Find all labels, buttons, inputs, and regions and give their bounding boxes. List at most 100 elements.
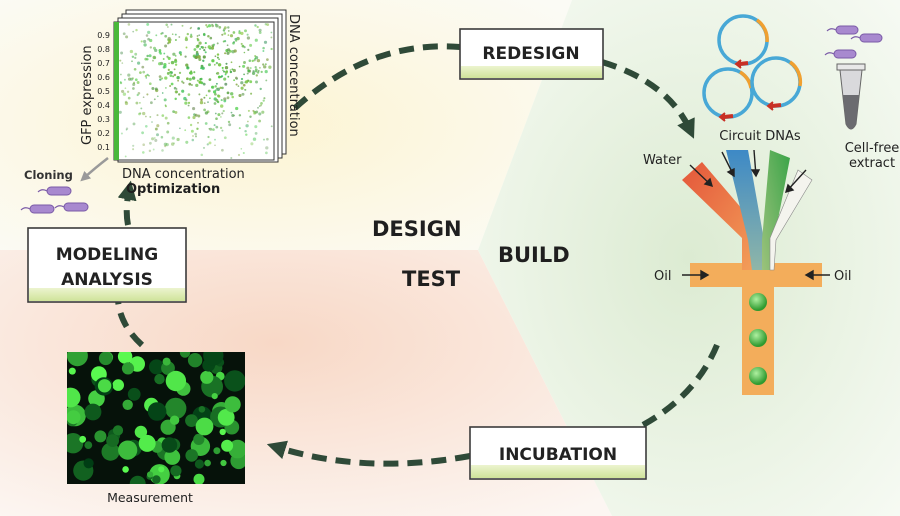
bacterium-icon xyxy=(54,202,89,212)
fluorescent-droplet xyxy=(149,359,164,375)
fluorescent-droplet xyxy=(129,475,146,484)
fluorescent-droplet xyxy=(158,466,165,473)
fluorescent-droplet xyxy=(97,379,112,393)
fluorescent-droplet xyxy=(194,459,204,469)
fluorescent-droplet xyxy=(122,399,133,410)
fluorescent-droplet xyxy=(161,437,178,453)
arrow-incubation-to-measurement xyxy=(266,440,471,467)
fluorescent-droplet xyxy=(84,403,102,421)
arrow-measurement-to-modeling xyxy=(115,299,145,348)
extract-tube-icon xyxy=(836,63,866,130)
fluorescent-droplet xyxy=(127,387,141,401)
fluorescent-droplet xyxy=(83,458,94,469)
fluorescent-droplet xyxy=(101,442,120,461)
plot-layer-front xyxy=(113,21,275,161)
arrow-modeling-to-optimization xyxy=(117,180,137,226)
fluorescent-droplet xyxy=(193,473,205,484)
build-heading: BUILD xyxy=(498,243,570,267)
fluorescent-droplet xyxy=(67,387,81,408)
y-tick-label: 0.2 xyxy=(97,129,110,138)
fluorescent-droplet xyxy=(147,471,154,478)
fluorescent-droplet xyxy=(164,449,181,465)
y-tick-label: 0.7 xyxy=(97,59,110,68)
outlet-droplets xyxy=(749,293,767,385)
fluorescent-droplet xyxy=(67,352,88,367)
fluorescent-droplet xyxy=(84,441,93,449)
fluorescent-droplet xyxy=(187,353,203,368)
fluorescent-droplet xyxy=(211,393,218,400)
cloning-arrow xyxy=(80,157,109,182)
circuit-dnas-label: Circuit DNAs xyxy=(719,129,801,144)
plot-y-ticks: 0.9 0.8 0.7 0.6 0.5 0.4 0.3 0.2 0.1 xyxy=(97,31,110,152)
modeling-label: MODELING xyxy=(56,245,158,265)
y-tick-label: 0.5 xyxy=(97,87,110,96)
y-tick-label: 0.6 xyxy=(97,73,110,82)
redesign-label: REDESIGN xyxy=(482,44,579,64)
oil-left-label: Oil xyxy=(654,269,671,284)
fluorescent-droplet xyxy=(134,425,148,439)
fluorescent-droplet xyxy=(117,352,133,364)
bacterium-icon xyxy=(824,49,857,59)
fluorescent-droplet xyxy=(118,440,138,460)
extract-channel xyxy=(769,169,813,271)
incubation-box: INCUBATION xyxy=(469,426,647,480)
fluorescent-droplet xyxy=(203,352,224,366)
fluorescent-droplet xyxy=(169,415,180,425)
fluorescent-droplet xyxy=(224,370,245,392)
fluorescent-droplet xyxy=(217,409,235,426)
redesign-box: REDESIGN xyxy=(459,28,604,80)
cloning-label: Cloning xyxy=(24,168,73,182)
circuit-dna-plasmids xyxy=(702,14,803,122)
fluorescent-droplet xyxy=(221,439,234,452)
plot-z-axis-label: DNA concentration xyxy=(286,14,301,137)
y-tick-label: 0.1 xyxy=(97,143,110,152)
fluorescent-droplet xyxy=(165,370,187,392)
fluorescent-droplet xyxy=(138,434,156,452)
y-tick-label: 0.8 xyxy=(97,45,110,54)
microfluidic-device xyxy=(682,149,830,395)
incubation-label: INCUBATION xyxy=(499,445,617,465)
fluorescent-droplet xyxy=(185,414,198,427)
droplet xyxy=(749,367,767,385)
green-channel xyxy=(762,150,790,270)
fluorescent-droplets xyxy=(67,352,245,484)
plot-green-edge xyxy=(114,22,119,160)
plot-scatter-dots xyxy=(118,22,273,160)
fluorescent-droplet xyxy=(219,428,226,436)
y-tick-label: 0.3 xyxy=(97,115,110,124)
water-channel xyxy=(682,162,760,270)
arrow-redesign-to-build xyxy=(601,59,695,139)
build-region xyxy=(478,0,900,516)
fluorescent-droplet xyxy=(94,430,107,443)
y-tick-label: 0.4 xyxy=(97,101,110,110)
oil-right-label: Oil xyxy=(834,269,851,284)
cell-free-label: Cell-free xyxy=(845,141,900,156)
fluorescent-droplet xyxy=(195,417,214,436)
fluorescent-droplet xyxy=(154,373,165,385)
fluorescent-droplet xyxy=(147,402,167,421)
analysis-label: ANALYSIS xyxy=(61,270,153,290)
fluorescent-droplet xyxy=(204,459,211,467)
fluorescent-droplet xyxy=(67,410,81,425)
plasmid-icon xyxy=(717,14,769,69)
fluorescent-droplet xyxy=(152,475,161,484)
fluorescent-droplet xyxy=(68,367,76,375)
fluorescent-droplet xyxy=(179,352,191,358)
plot-x-axis-label: DNA concentration xyxy=(122,167,245,182)
measurement-label: Measurement xyxy=(107,490,193,505)
bacterium-icon xyxy=(826,25,859,35)
fluorescent-droplet xyxy=(162,357,171,366)
fluorescent-droplet xyxy=(121,362,135,375)
test-heading: TEST xyxy=(402,267,461,291)
fluorescent-droplet xyxy=(122,466,129,473)
fluorescent-droplet xyxy=(98,352,113,366)
plot-y-axis-label: GFP expression xyxy=(80,45,95,145)
droplet xyxy=(749,329,767,347)
plot-caption: Optimization xyxy=(126,182,220,197)
bacterium-icon xyxy=(20,204,55,214)
plasmid-icon xyxy=(750,56,803,111)
fluorescent-droplet xyxy=(170,465,182,477)
